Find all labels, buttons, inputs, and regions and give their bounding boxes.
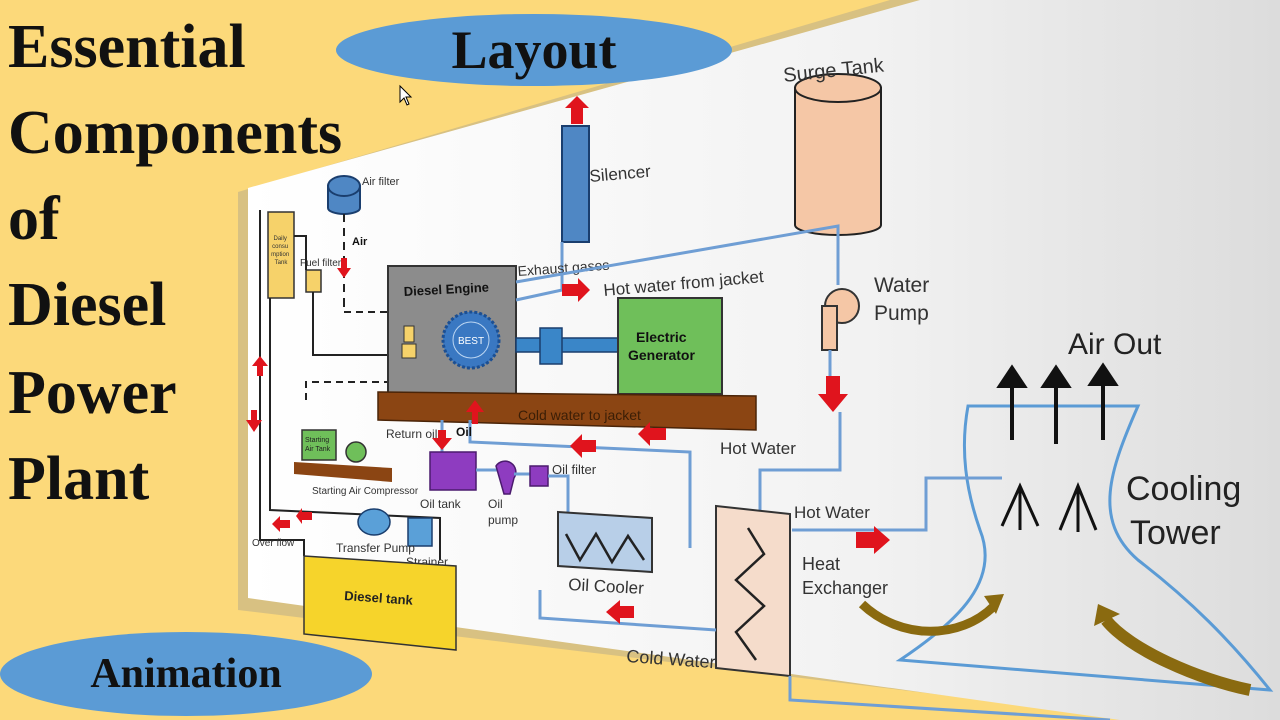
overflow-arrow-1 [272, 516, 290, 532]
animation-badge: Animation [0, 632, 372, 716]
fuel-filter-label: Fuel filter [300, 258, 342, 269]
electric-generator-label: Electric Generator [628, 329, 695, 363]
return-oil-label: Return oil [386, 427, 437, 441]
diesel-tank [303, 555, 457, 651]
surge-tank [794, 73, 882, 236]
over-flow-label: Over flow [252, 538, 295, 549]
air-arrow [337, 258, 351, 278]
silencer [561, 125, 590, 243]
oil-tank-label: Oil tank [420, 497, 462, 511]
fuel-up-arrow [252, 356, 268, 376]
diagram-panel [248, 0, 1280, 720]
diesel-tank-label: Diesel tank [344, 588, 414, 608]
hot-water-label-2: Hot Water [794, 503, 870, 522]
water-pump-label: Water Pump [874, 274, 935, 325]
air-filter-label: Air filter [362, 176, 400, 188]
water-pump-arrow [818, 376, 848, 412]
oil-pump-label: Oil pump [488, 497, 518, 527]
cold-water-arrow-3 [606, 600, 634, 624]
engine-logo-text: BEST [458, 336, 484, 347]
oil-label: Oil [456, 425, 472, 439]
transfer-pump [357, 508, 391, 536]
air-out-label: Air Out [1068, 328, 1162, 361]
silencer-exhaust-arrow [565, 96, 589, 124]
heat-exchanger-label: Heat Exchanger [802, 554, 888, 598]
cold-water-jacket-label: Cold water to jacket [518, 407, 641, 423]
oil-tank [429, 451, 477, 491]
starting-air-compressor-label: Starting Air Compressor [312, 486, 419, 497]
title-line-4: Diesel [8, 271, 167, 339]
title-line-6: Plant [8, 445, 150, 513]
tower-swirl-arrows [858, 594, 1252, 696]
starting-air-compressor [345, 441, 367, 463]
cooling-tower-label: Cooling Tower [1126, 470, 1251, 552]
hot-water-arrow-1 [562, 278, 590, 302]
title-line-5: Power [8, 359, 177, 427]
engine-shaft [515, 337, 619, 353]
cold-water-arrow-2 [570, 434, 596, 458]
overflow-arrow-2 [296, 508, 312, 524]
air-label: Air [352, 236, 368, 248]
oil-cooler-label: Oil Cooler [568, 575, 645, 598]
strainer [407, 517, 433, 547]
cold-water-arrow-1 [638, 422, 666, 446]
air-out-arrows [996, 362, 1119, 444]
fuel-down-arrow [246, 410, 262, 432]
diesel-engine-label: Diesel Engine [403, 280, 489, 299]
water-pump [821, 288, 860, 351]
mouse-cursor [399, 84, 413, 106]
title-line-2: Components [8, 99, 343, 167]
oil-cooler [557, 510, 653, 574]
title-line-3: of [8, 185, 60, 253]
oil-filter [529, 465, 549, 487]
oil-pump [495, 460, 517, 495]
hot-water-label-1: Hot Water [720, 439, 796, 458]
compressor-base [294, 462, 392, 482]
return-oil-arrow [432, 430, 452, 450]
fuel-injector [403, 325, 415, 343]
tower-inner-arrows [1000, 482, 1098, 532]
fuel-filter [305, 269, 322, 293]
engine-logo [441, 310, 501, 370]
layout-badge: Layout [336, 14, 732, 86]
coupling [539, 327, 563, 365]
oil-up-arrow [466, 400, 484, 424]
hot-water-arrow-2 [856, 526, 890, 554]
daily-tank-label: Daily consu mption Tank [271, 236, 291, 266]
cooling-tower [895, 404, 1274, 692]
title-line-1: Essential [8, 13, 246, 81]
exhaust-gases-label: Exhaust gases [517, 257, 610, 279]
starting-air-tank [301, 429, 337, 461]
starting-air-tank-label: Starting Air Tank [305, 437, 331, 453]
daily-consumption-tank [267, 211, 295, 299]
air-filter [327, 175, 361, 215]
transfer-pump-label: Transfer Pump [336, 541, 415, 555]
electric-generator [617, 297, 723, 395]
heat-exchanger [715, 504, 791, 678]
oil-filter-label: Oil filter [552, 462, 597, 477]
